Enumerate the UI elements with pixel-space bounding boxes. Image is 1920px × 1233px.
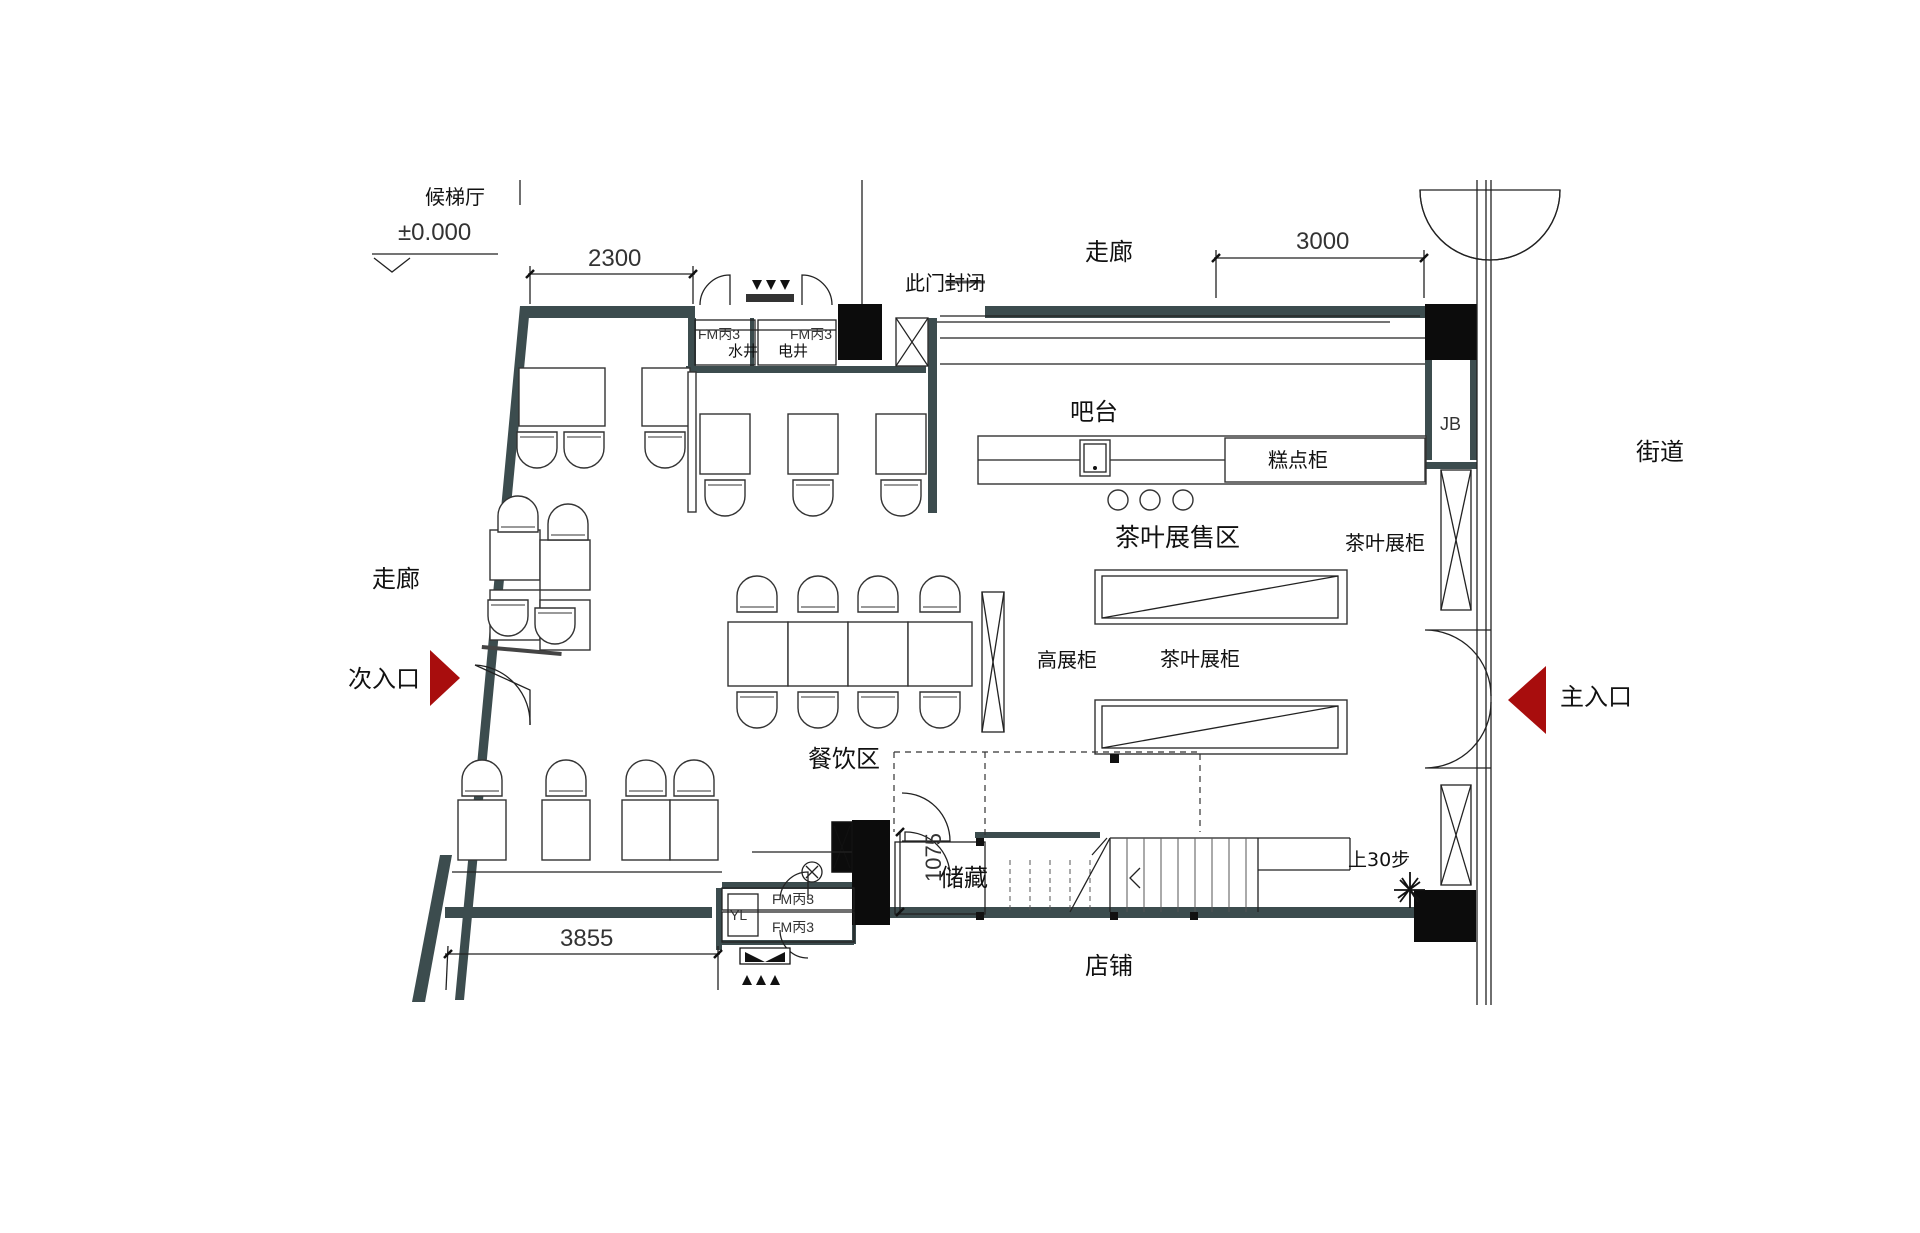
table	[457, 799, 507, 861]
table	[539, 539, 591, 591]
chair	[563, 431, 605, 469]
chair	[857, 575, 899, 613]
tea-cabinets	[981, 569, 1348, 763]
shaft-rooms-bottom	[721, 887, 855, 943]
table	[641, 367, 691, 427]
chair	[736, 575, 778, 613]
chair	[625, 759, 667, 797]
columns	[831, 304, 1477, 942]
chair	[919, 691, 961, 729]
tall-cabinet-label: 高展柜	[1037, 648, 1097, 672]
dining-area-label: 餐饮区	[808, 745, 880, 773]
chair	[792, 479, 834, 517]
dining-chairs	[461, 431, 961, 797]
dimension-bottom-left: 3855	[560, 925, 613, 952]
dimension-top-right: 3000	[1296, 228, 1349, 255]
chair	[534, 607, 576, 645]
yl-label: YL	[730, 907, 747, 923]
dimension-storage-depth: 1075	[921, 833, 946, 882]
chair	[644, 431, 686, 469]
door-sealed-label: 此门封闭	[905, 271, 985, 295]
chair	[497, 495, 539, 533]
bar-label: 吧台	[1070, 398, 1118, 426]
elec-shaft-label: 电井	[778, 342, 808, 360]
table	[669, 799, 719, 861]
street-facade	[1419, 180, 1561, 1005]
table	[907, 621, 973, 687]
table	[787, 621, 849, 687]
misc-lines	[452, 180, 1425, 873]
fm-d-label: FM丙3	[772, 919, 814, 935]
fm-c-label: FM丙3	[772, 891, 814, 907]
main-entrance-label: 主入口	[1560, 683, 1632, 711]
table	[699, 413, 751, 475]
tea-cabinet-right-label: 茶叶展柜	[1345, 531, 1425, 555]
jb-label: JB	[1440, 414, 1461, 434]
dimension-top-left: 2300	[588, 245, 641, 272]
table	[687, 371, 697, 513]
chair	[545, 759, 587, 797]
secondary-entrance-label: 次入口	[348, 665, 420, 693]
tea-sales-area-label: 茶叶展售区	[1115, 523, 1240, 552]
secondary-entrance-arrow-icon	[430, 650, 460, 706]
table	[621, 799, 671, 861]
pastry-cabinet-label: 糕点柜	[1268, 448, 1328, 472]
table	[518, 367, 606, 427]
table	[875, 413, 927, 475]
table	[847, 621, 909, 687]
elevation-label: ±0.000	[398, 219, 471, 246]
elevator-hall-label: 候梯厅	[425, 185, 485, 209]
chair	[797, 691, 839, 729]
doors	[474, 274, 951, 985]
chair	[487, 599, 529, 637]
table	[787, 413, 839, 475]
chair	[516, 431, 558, 469]
stairs-up-label: 上30步	[1348, 849, 1410, 871]
tea-cabinet-label: 茶叶展柜	[1160, 647, 1240, 671]
table	[489, 529, 541, 581]
corridor-left-label: 走廊	[372, 565, 420, 593]
storage-label: 储藏	[940, 864, 988, 892]
chair	[919, 575, 961, 613]
chair	[880, 479, 922, 517]
corridor-top-label: 走廊	[1085, 238, 1133, 266]
dimension-lines	[372, 250, 1429, 991]
storage-and-stairs	[893, 751, 1425, 920]
shaft-rooms-top	[694, 319, 837, 366]
chair	[736, 691, 778, 729]
bar-counter	[977, 435, 1427, 511]
shop-label: 店铺	[1085, 952, 1133, 980]
table	[727, 621, 789, 687]
chair	[461, 759, 503, 797]
chair	[673, 759, 715, 797]
chair	[547, 503, 589, 541]
street-label: 街道	[1636, 438, 1684, 466]
water-shaft-label: 水井	[728, 342, 758, 360]
fm-a-label: FM丙3	[698, 326, 740, 342]
chair	[857, 691, 899, 729]
table	[541, 799, 591, 861]
main-entrance-arrow-icon	[1508, 666, 1546, 734]
chair	[704, 479, 746, 517]
fm-b-label: FM丙3	[790, 326, 832, 342]
chair	[797, 575, 839, 613]
